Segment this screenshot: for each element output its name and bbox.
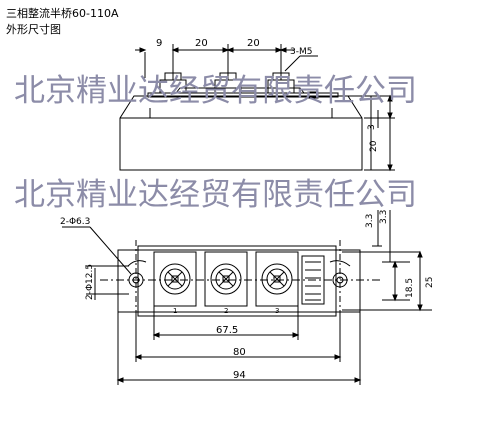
- pin-label-1: 1: [173, 307, 177, 315]
- watermark-top: 北京精业达经贸有限责任公司: [14, 73, 417, 109]
- dim-12-5: 2-Φ12.5: [85, 264, 95, 300]
- dim-hole: 2-Φ6.3: [60, 217, 90, 227]
- dim-9: 9: [156, 38, 162, 49]
- dim-screw: 3-M5: [290, 47, 312, 57]
- dim-25: 25: [425, 277, 435, 288]
- drawing-title: 三相整流半桥60-110A: [6, 7, 119, 20]
- dim-94: 94: [233, 370, 246, 381]
- watermark-middle: 北京精业达经贸有限责任公司: [14, 177, 417, 213]
- dim-r33a: 3.3: [365, 214, 375, 228]
- dim-20a: 20: [195, 38, 208, 49]
- dim-h3: 3: [367, 124, 377, 130]
- pin-label-3: 3: [275, 307, 279, 315]
- dim-18-5: 18.5: [405, 278, 415, 298]
- side-height-dimensions: [340, 94, 395, 172]
- dim-h20: 20: [369, 140, 379, 152]
- drawing-subtitle: 外形尺寸图: [6, 23, 61, 36]
- left-dimension: [86, 265, 129, 300]
- top-dimensions: [135, 44, 318, 78]
- dim-80: 80: [233, 347, 246, 358]
- top-view: [100, 240, 380, 320]
- right-dimensions: [342, 210, 432, 312]
- dim-67-5: 67.5: [216, 325, 238, 336]
- dim-20b: 20: [247, 38, 260, 49]
- pin-label-2: 2: [224, 307, 228, 315]
- bottom-dimensions: [116, 306, 362, 385]
- dim-r33b: 3.3: [379, 210, 389, 224]
